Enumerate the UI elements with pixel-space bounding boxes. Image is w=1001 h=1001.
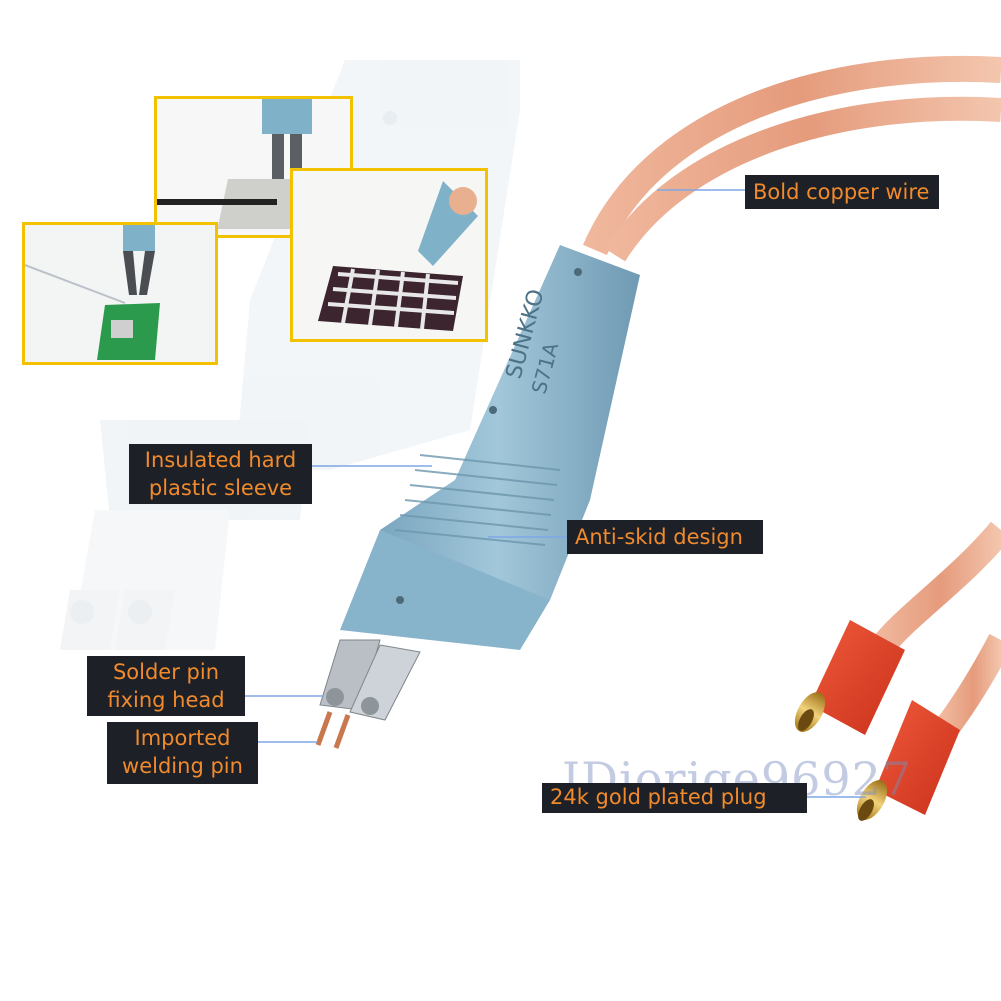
solder-pin-fixing-head — [319, 639, 421, 721]
inset-handle-tip — [262, 99, 312, 134]
gold-plug-2 — [856, 700, 960, 821]
usage-inset-battery-pack — [290, 168, 488, 342]
label-fixing-line1: Solder pin — [112, 660, 220, 684]
welding-pen-handle: SUNKKO S71A — [340, 245, 640, 650]
copper-cable-lower-1 — [869, 521, 1001, 658]
callout-leader-lines — [245, 189, 866, 798]
label-bold-copper-wire: Bold copper wire — [745, 175, 939, 209]
label-pin-line2: welding pin — [122, 754, 243, 778]
inset-right-drawing — [293, 171, 485, 339]
copper-cable-top-2 — [604, 96, 1001, 262]
label-sleeve-line1: Insulated hard — [144, 448, 297, 472]
copper-cable-lower-2 — [934, 633, 1001, 738]
label-anti-skid: Anti-skid design — [567, 520, 763, 554]
label-sleeve-line2: plastic sleeve — [148, 476, 293, 500]
label-insulated-sleeve: Insulated hard plastic sleeve — [129, 444, 312, 504]
label-antiskid-text: Anti-skid design — [575, 525, 743, 549]
label-imported-welding-pin: Imported welding pin — [107, 722, 258, 784]
gold-plug-1 — [794, 620, 905, 735]
label-fixing-line2: fixing head — [107, 688, 225, 712]
label-plug-text: 24k gold plated plug — [550, 785, 767, 809]
label-copper-text: Bold copper wire — [753, 180, 930, 204]
label-solder-pin-fixing-head: Solder pin fixing head — [87, 656, 245, 716]
inset-left-drawing — [25, 225, 215, 362]
label-gold-plated-plug: 24k gold plated plug — [542, 783, 807, 813]
copper-cable-top-1 — [583, 55, 1001, 256]
welding-pins — [315, 711, 351, 749]
label-pin-line1: Imported — [134, 726, 231, 750]
usage-inset-circuit-board — [22, 222, 218, 365]
